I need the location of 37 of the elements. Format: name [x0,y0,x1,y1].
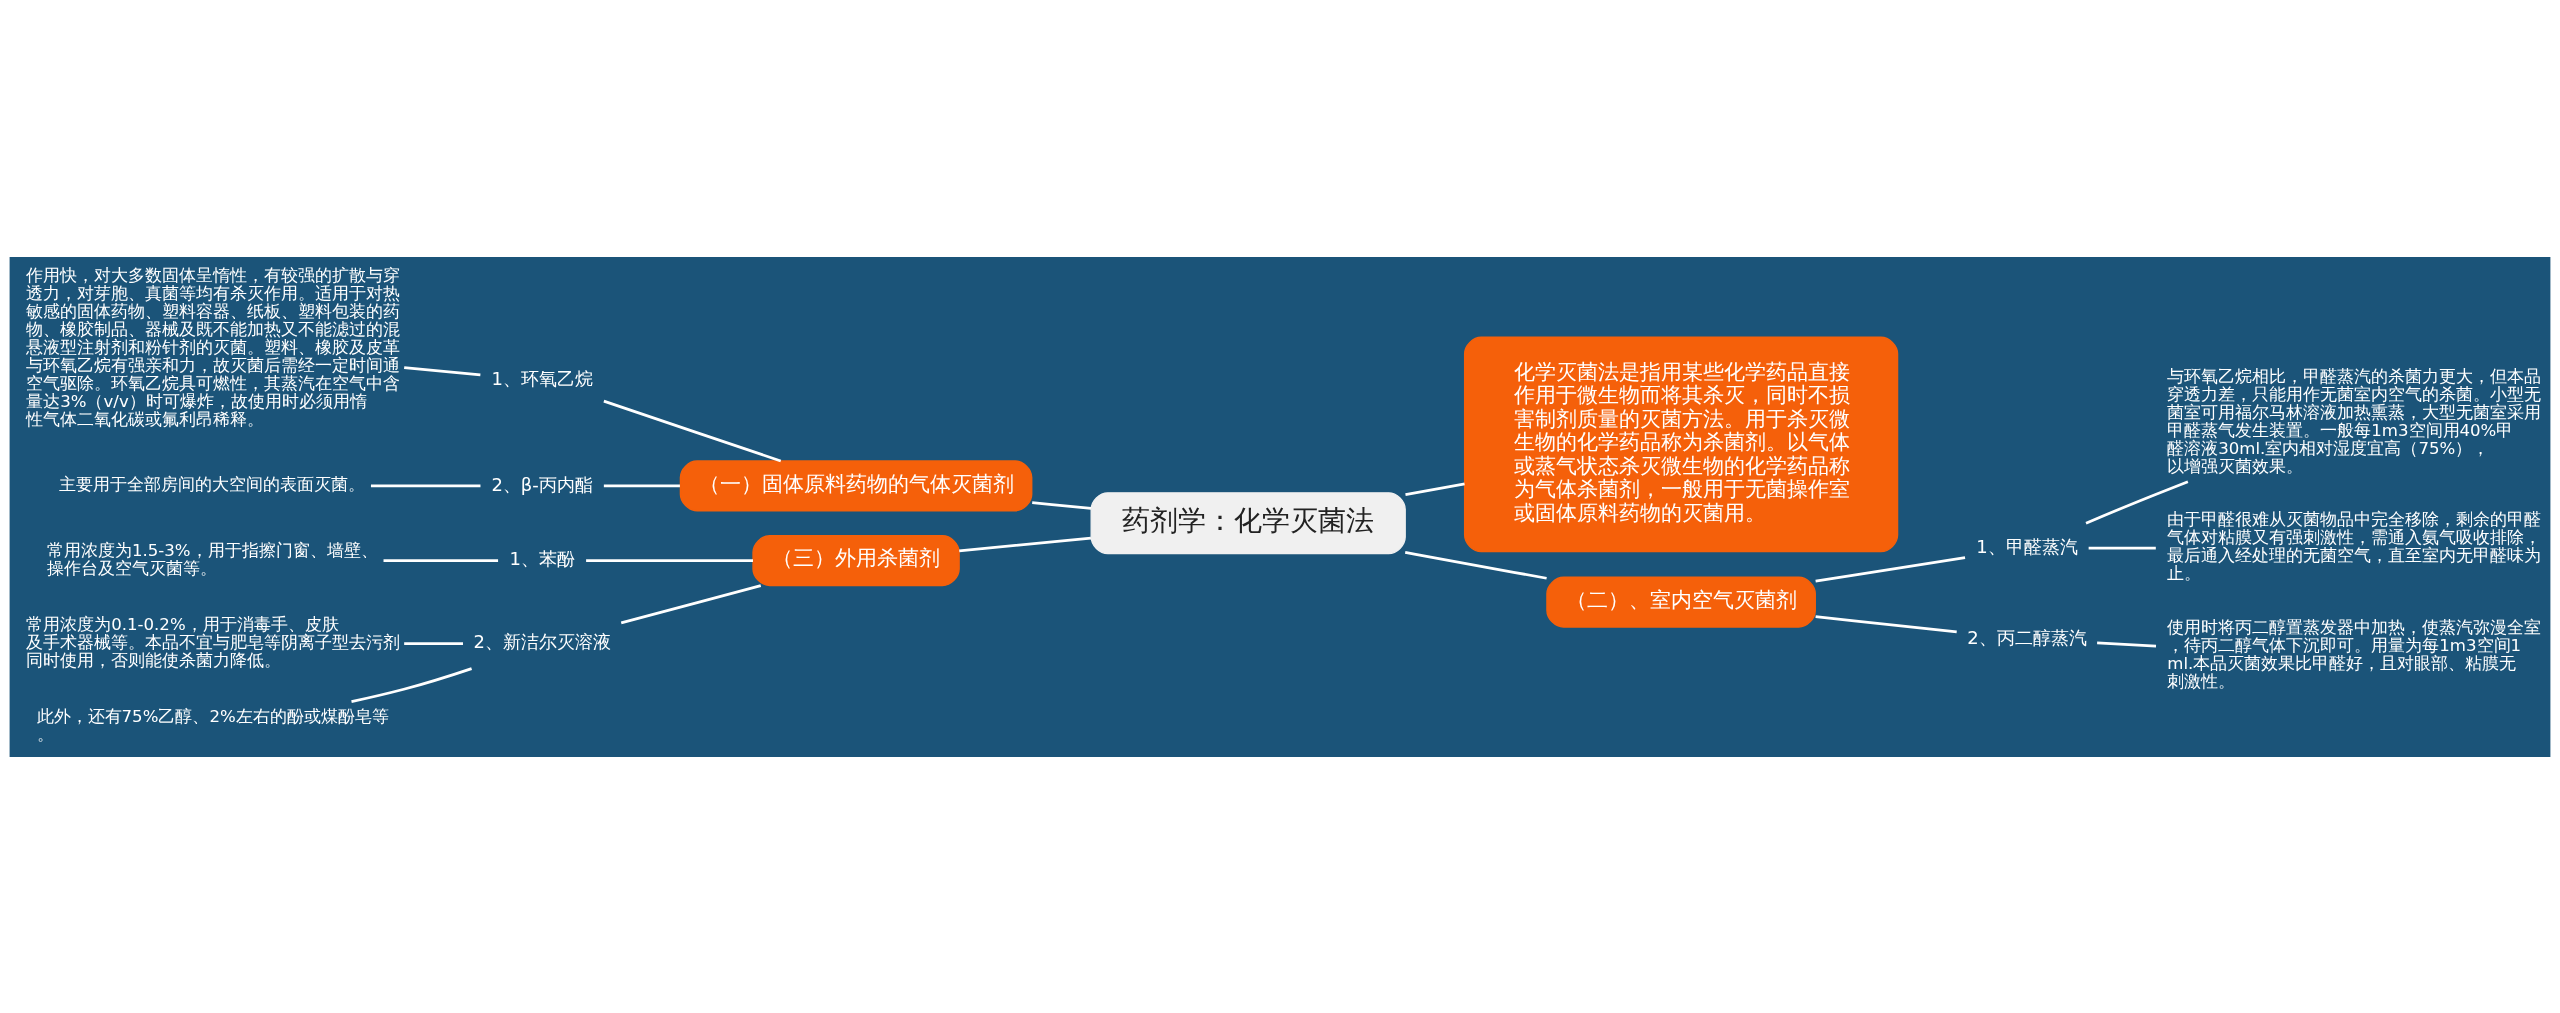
node-box: 化学灭菌法是指用某些化学药品直接作用于微生物而将其杀灭，同时不损害制剂质量的灭菌方法。用于杀灭微生物的化学药品称为杀菌剂。以气体或蒸气状态杀灭微生物的化学药品称为气体杀菌剂，一般用于无菌操作室或固体原料药物的灭菌用。 [1463,336,1899,552]
connector [1405,482,1465,496]
node-text: 常用浓度为1.5-3%，用于指擦门窗、墙壁、操作台及空气灭菌等。 [46,540,378,578]
node-box: （二）、室内空气灭菌剂 [1546,576,1816,628]
connector [1815,555,1966,583]
connector [586,558,753,562]
node-text: 1、苯酚 [509,547,575,569]
connector [383,558,499,562]
node-box: 药剂学：化学灭菌法 [1090,491,1406,554]
node-text: 此外，还有75%乙醇、2%左右的酚或煤酚皂等。 [36,706,389,744]
node-text: 1、环氧乙烷 [491,367,593,389]
node-text: 使用时将丙二醇置蒸发器中加热，使蒸汽弥漫全室，待丙二醇气体下沉即可。用量为每1m3空间1ml.本品灭菌效果比甲醛好，且对眼部、粘膜无刺激性。 [2167,617,2542,691]
connector [404,365,481,376]
connector [959,536,1092,552]
node-text: 常用浓度为0.1-0.2%，用于消毒手、皮肤及手术器械等。本品不宜与肥皂等阴离子型去污剂同时使用，否则能使杀菌力降低。 [26,614,401,670]
node-text: 主要用于全部房间的大空间的表面灭菌。 [59,474,366,494]
connector [620,583,762,624]
connector [2085,480,2189,524]
node-text: 2、β-丙内酯 [491,473,593,495]
node-text: 与环氧乙烷相比，甲醛蒸汽的杀菌力更大，但本品穿透力差，只能用作无菌室内空气的杀菌。小型无菌室可用福尔马林溶液加热熏蒸，大型无菌室采用甲醛蒸气发生装置。一般每1m3空间用40%甲醛溶液30ml.室内相对湿度宜高（75%），以增强灭菌效果。 [2167,366,2542,476]
connector [404,641,463,645]
connector [2088,546,2156,550]
connector [1404,550,1547,580]
connector [2097,641,2157,647]
node-text: 由于甲醛很难从灭菌物品中完全移除，剩余的甲醛气体对粘膜又有强刺激性，需通入氨气吸收排除，最后通入经处理的无菌空气，直至室内无甲醛味为止。 [2167,509,2542,583]
connector [603,399,782,462]
node-box: （一）固体原料药物的气体灭菌剂 [679,459,1033,511]
node-text: 2、新洁尔灭溶液 [473,630,611,652]
node-text: 1、甲醛蒸汽 [1976,535,2078,557]
node-box: （三）外用杀菌剂 [752,534,960,586]
connector [1032,500,1092,510]
connector [1815,614,1957,633]
connector [351,666,473,703]
connector [603,484,680,487]
node-text: 作用快，对大多数固体呈惰性，有较强的扩散与穿透力，对芽胞、真菌等均有杀灭作用。适用于对热敏感的固体药物、塑料容器、纸板、塑料包装的药物、橡胶制品、器械及既不能加热又不能滤过的混悬液型注射剂和粉针剂的灭菌。塑料、橡胶及皮革与环氧乙烷有强亲和力，故灭菌后需经一定时间通空气驱除。环氧乙烷具可燃性，其蒸汽在空气中含量达3%（v/v）时可爆炸，故使用时必须用惰性气体二氧化碳或氟利昂稀释。 [26,265,401,429]
node-text: 2、丙二醇蒸汽 [1967,626,2087,648]
connector [370,484,481,487]
